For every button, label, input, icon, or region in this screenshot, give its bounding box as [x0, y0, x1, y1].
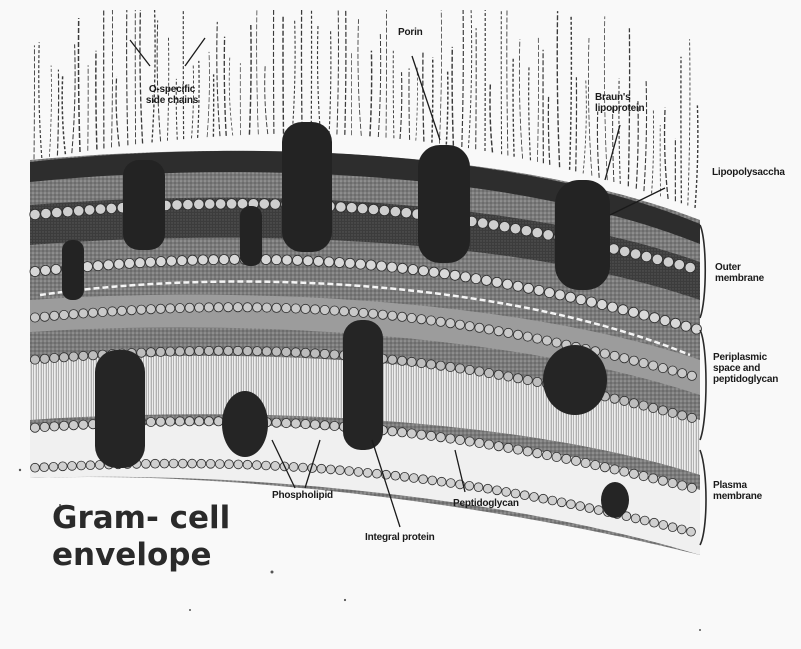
layer-brackets: [700, 225, 706, 545]
label-plasma-line1: Plasma: [713, 480, 762, 491]
figure-caption: Gram- cell envelope: [52, 500, 230, 574]
label-integral-protein: Integral protein: [365, 532, 435, 543]
label-plasma-line2: membrane: [713, 491, 762, 502]
label-outer-line2: membrane: [715, 273, 764, 284]
label-phospholipid: Phospholipid: [272, 490, 333, 501]
label-braun-line2: lipoprotein: [595, 103, 644, 114]
label-outer-line1: Outer: [715, 262, 764, 273]
label-periplasmic-line2: space and: [713, 363, 778, 374]
label-periplasmic-line1: Periplasmic: [713, 352, 778, 363]
label-braun-lipoprotein: Braun's lipoprotein: [595, 92, 644, 114]
label-o-specific-line1: O-specific: [137, 84, 207, 95]
label-peptidoglycan: Peptidoglycan: [453, 498, 519, 509]
caption-line2: envelope: [52, 537, 230, 574]
label-braun-line1: Braun's: [595, 92, 644, 103]
label-periplasmic-line3: peptidoglycan: [713, 374, 778, 385]
label-periplasmic: Periplasmic space and peptidoglycan: [713, 352, 778, 385]
label-plasma-membrane: Plasma membrane: [713, 480, 762, 502]
label-porin: Porin: [398, 27, 423, 38]
caption-line1: Gram- cell: [52, 500, 230, 537]
label-o-specific-line2: side chains: [137, 95, 207, 106]
label-o-specific: O-specific side chains: [137, 84, 207, 106]
label-outer-membrane: Outer membrane: [715, 262, 764, 284]
label-lipopolysaccharide: Lipopolysaccha: [712, 167, 785, 178]
